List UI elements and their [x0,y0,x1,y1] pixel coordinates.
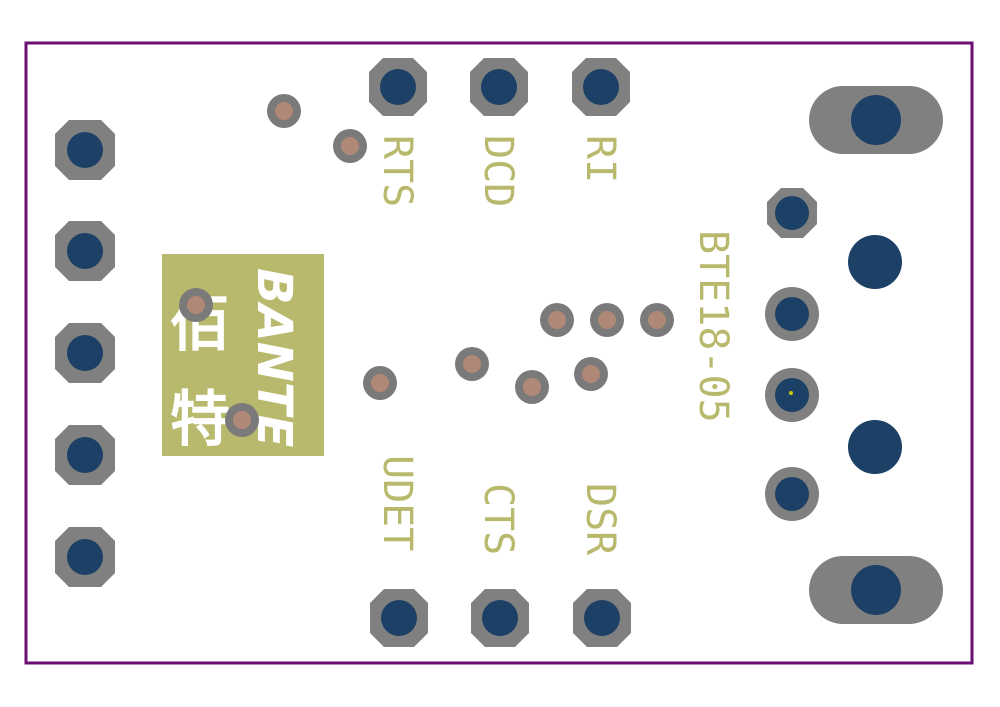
mount-hole-top [848,235,902,289]
label-dcd: DCD [475,135,521,207]
via [267,94,301,128]
via [363,366,397,400]
pad-udet [370,589,428,647]
conn-pad-3 [765,368,819,422]
mount-hole-bottom [848,420,902,474]
connector-footprint [765,86,943,624]
via [515,370,549,404]
bottom-header-pads [370,589,631,647]
via [540,303,574,337]
logo-glyph-2: 特 [170,385,230,455]
via [333,129,367,163]
via [455,347,489,381]
fiducial-dot [789,391,793,395]
pad-cts [471,589,529,647]
conn-pad-1 [767,188,817,238]
pad-left-1 [55,120,115,180]
label-part-number: BTE18-05 [690,230,736,423]
manufacturer-logo: BANTE 佰 特 [162,254,324,456]
vias [267,94,674,404]
shield-slot-bottom [809,556,943,624]
label-ri: RI [577,135,623,183]
top-header-pads [369,58,630,116]
via [590,303,624,337]
pad-ri [572,58,630,116]
via [179,288,213,322]
conn-pad-4 [765,467,819,521]
via [574,357,608,391]
via [225,403,259,437]
label-rts: RTS [374,135,420,207]
pad-left-5 [55,527,115,587]
shield-slot-top [809,86,943,154]
via [640,303,674,337]
pad-rts [369,58,427,116]
pad-left-4 [55,425,115,485]
pad-dcd [470,58,528,116]
pad-dsr [573,589,631,647]
pad-left-2 [55,221,115,281]
conn-pad-2 [765,287,819,341]
label-cts: CTS [475,483,521,555]
label-udet: UDET [374,455,420,551]
left-header-pads [55,120,115,587]
label-dsr: DSR [577,483,623,556]
pad-left-3 [55,323,115,383]
